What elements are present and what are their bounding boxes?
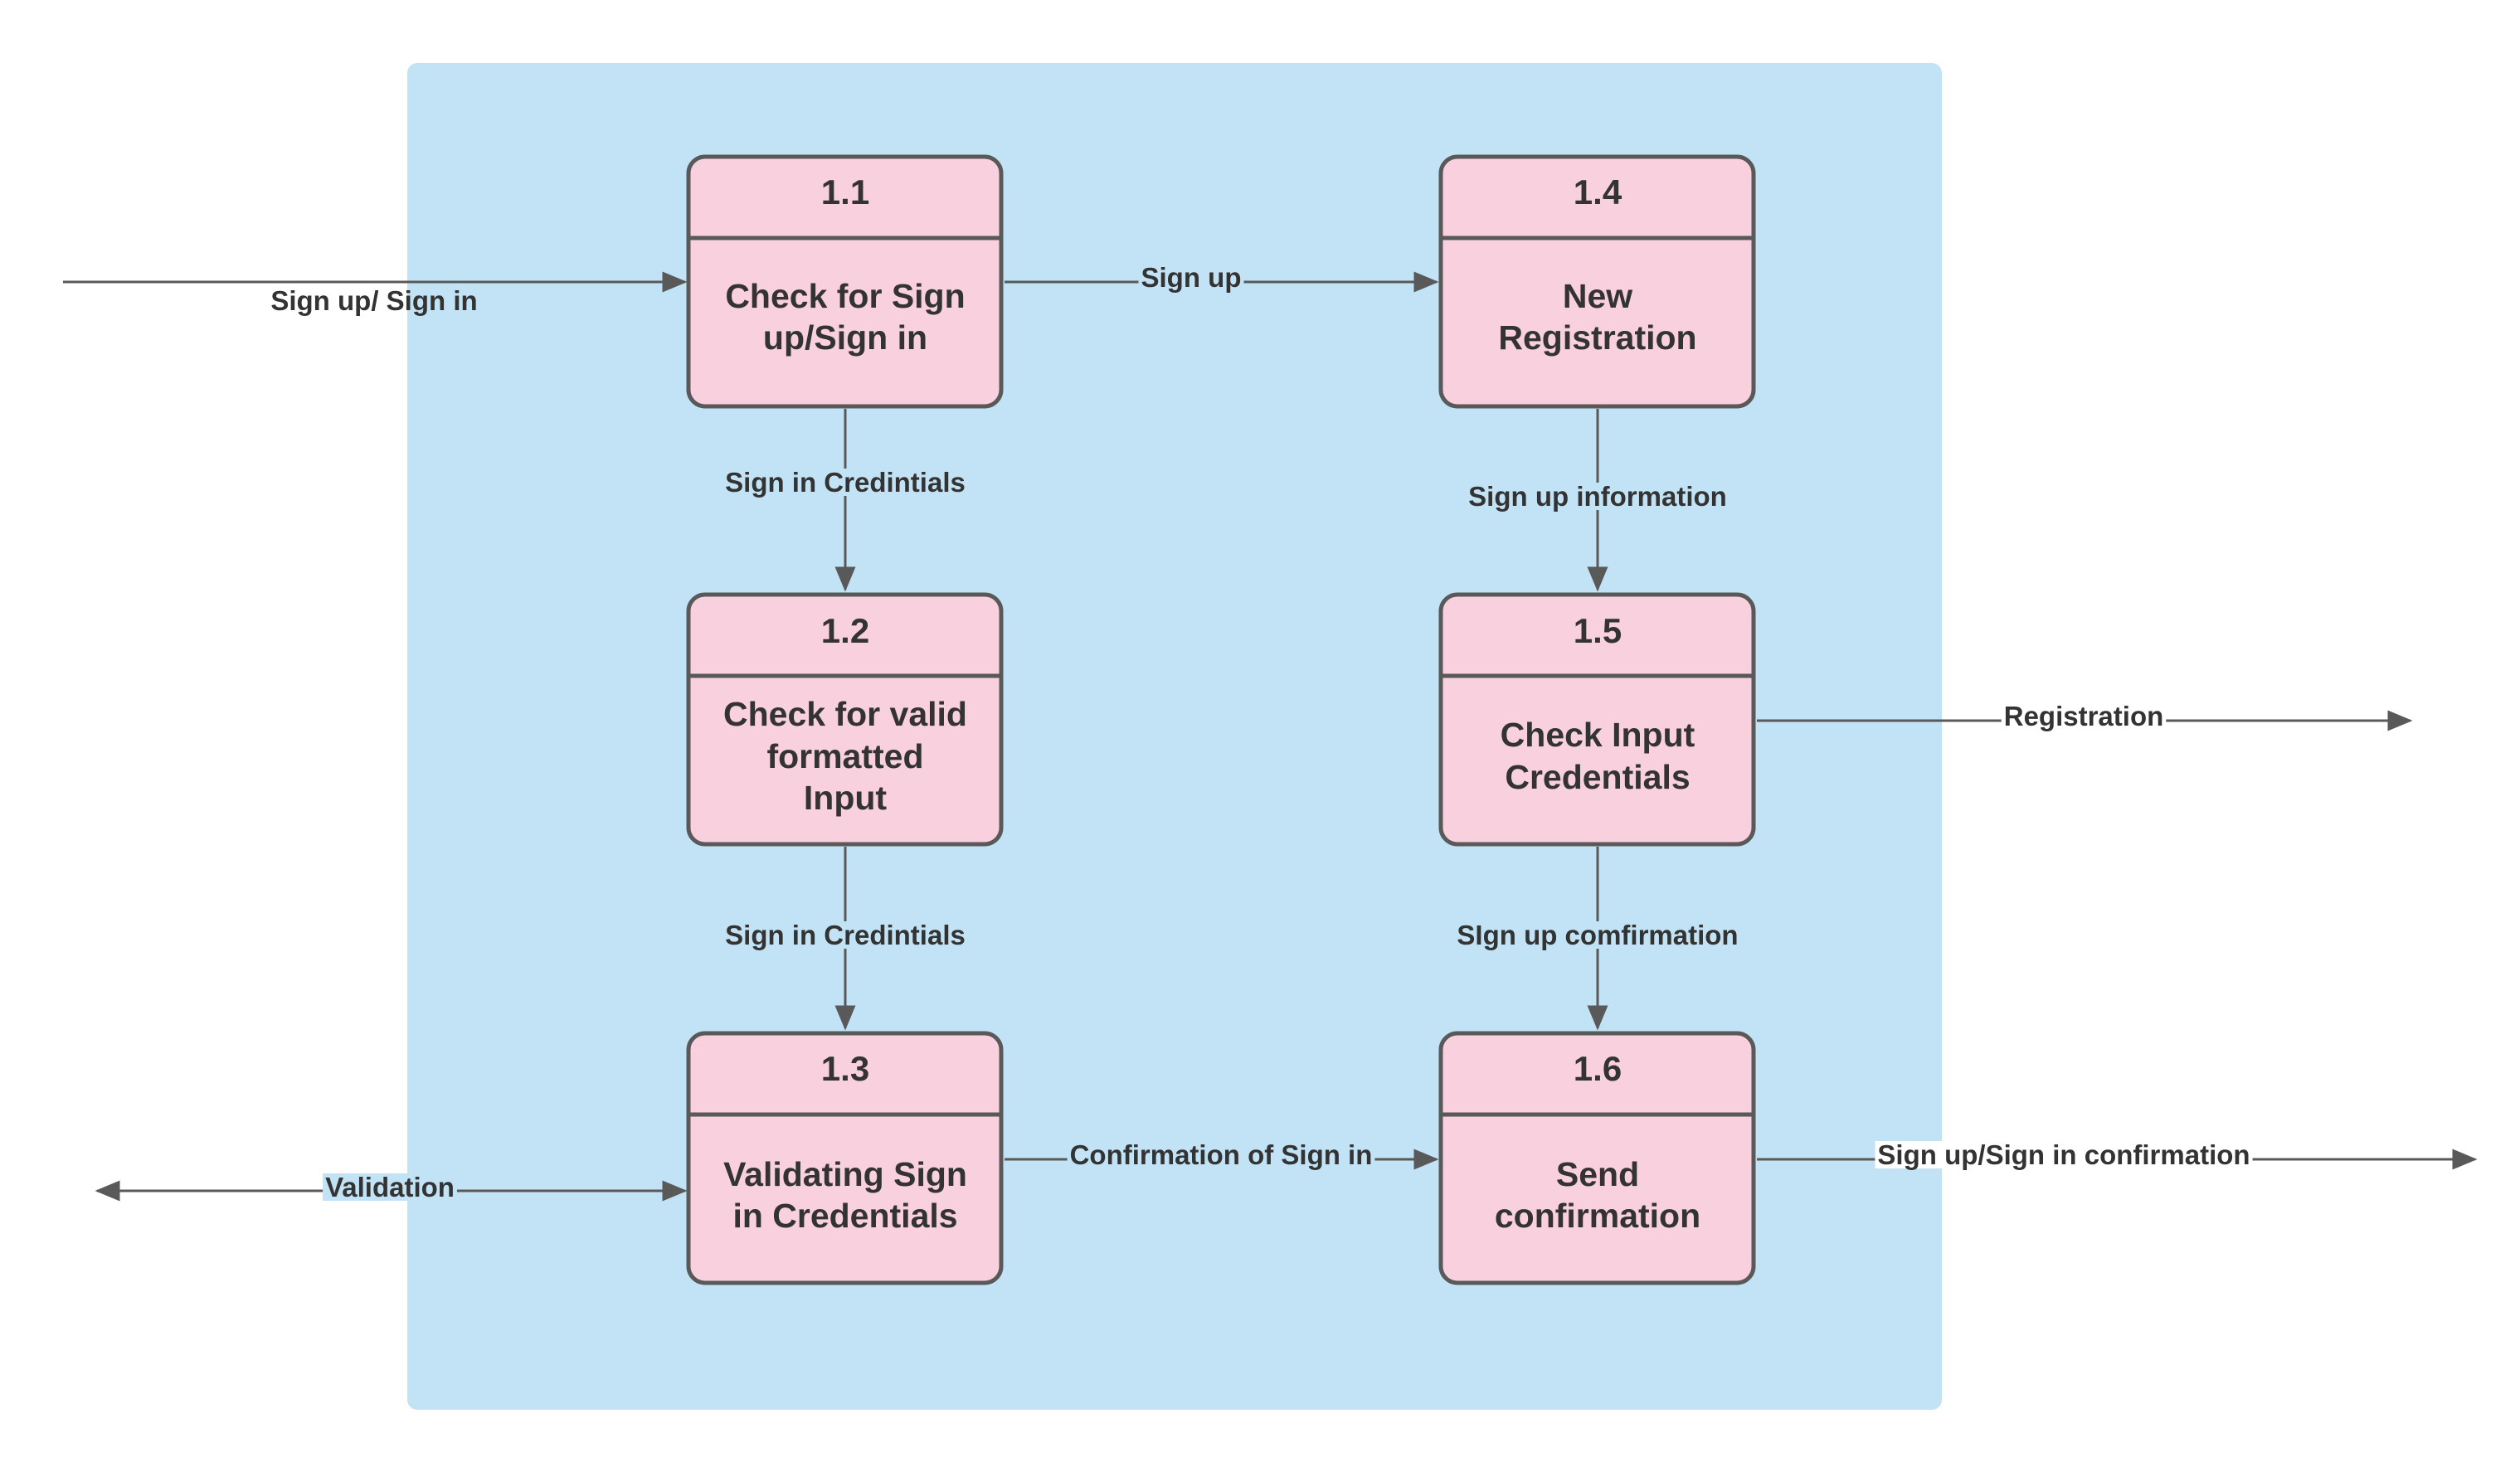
flow-label-signup-signin: Sign up/ Sign in	[270, 285, 477, 316]
process-number: 1.6	[1574, 1049, 1622, 1088]
process-box-1-5[interactable]: 1.5 Check Input Credentials	[1438, 592, 1756, 847]
process-title-line: confirmation	[1495, 1197, 1700, 1235]
flow-label-bg	[1454, 921, 1741, 949]
flow-label-bg	[1466, 483, 1729, 510]
process-box-frame	[1438, 592, 1756, 847]
process-title-line: Validating Sign	[723, 1155, 967, 1193]
process-box-frame	[1438, 154, 1756, 409]
flow-label-bg	[722, 921, 968, 949]
process-box-1-2[interactable]: 1.2 Check for valid formatted Input	[686, 592, 1004, 847]
flow-label-signin-cred-2: Sign in Credintials	[725, 920, 966, 950]
process-title-line: Check Input	[1501, 716, 1695, 754]
process-title-line: New	[1563, 277, 1632, 315]
flow-label-confirm-signin: Confirmation of Sign in	[1070, 1139, 1373, 1170]
process-number: 1.3	[821, 1049, 869, 1088]
process-box-1-3[interactable]: 1.3 Validating Sign in Credentials	[686, 1031, 1004, 1285]
process-box-1-1[interactable]: 1.1 Check for Sign up/Sign in	[686, 154, 1004, 409]
flow-label-bg	[1138, 264, 1244, 291]
flow-label-registration: Registration	[2004, 701, 2164, 731]
flow-label-bg	[323, 1173, 457, 1201]
process-number: 1.4	[1574, 172, 1622, 211]
process-box-frame	[1438, 1031, 1756, 1285]
flow-label-signin-cred-1: Sign in Credintials	[725, 467, 966, 498]
process-box-1-6[interactable]: 1.6 Send confirmation	[1438, 1031, 1756, 1285]
processes: 1.1 Check for Sign up/Sign in 1.2 Check …	[686, 154, 1756, 1285]
process-title-line: Check for Sign	[725, 277, 965, 315]
process-title-line: Send	[1556, 1155, 1639, 1193]
process-title-line: in Credentials	[732, 1197, 957, 1235]
process-number: 1.2	[821, 611, 869, 650]
flow-label-bg	[722, 469, 968, 496]
process-title-line: Registration	[1498, 318, 1696, 357]
flow-label-validation: Validation	[325, 1172, 455, 1202]
process-title-line: Input	[804, 779, 888, 817]
process-title-line: Credentials	[1505, 758, 1690, 796]
flow-label-signup-confirm: SIgn up comfirmation	[1457, 920, 1738, 950]
process-box-frame	[686, 154, 1004, 409]
flow-labels: Sign up/ Sign in Sign up Sign in Credint…	[270, 262, 2253, 1202]
process-box-frame	[686, 1031, 1004, 1285]
flow-label-final-confirm: Sign up/Sign in confirmation	[1877, 1139, 2250, 1170]
process-number: 1.1	[821, 172, 869, 211]
process-box-frame	[686, 592, 1004, 847]
flow-label-bg	[2001, 702, 2167, 730]
process-box-1-4[interactable]: 1.4 New Registration	[1438, 154, 1756, 409]
process-title-line: formatted	[766, 737, 923, 775]
flow-label-bg	[1067, 1141, 1375, 1168]
flow-label-signup: Sign up	[1141, 262, 1242, 293]
flow-label-signup-info: Sign up information	[1468, 481, 1727, 512]
process-number: 1.5	[1574, 611, 1622, 650]
process-title-line: Check for valid	[723, 695, 967, 733]
flow-label-bg	[1875, 1141, 2253, 1168]
process-title-line: up/Sign in	[763, 318, 927, 357]
